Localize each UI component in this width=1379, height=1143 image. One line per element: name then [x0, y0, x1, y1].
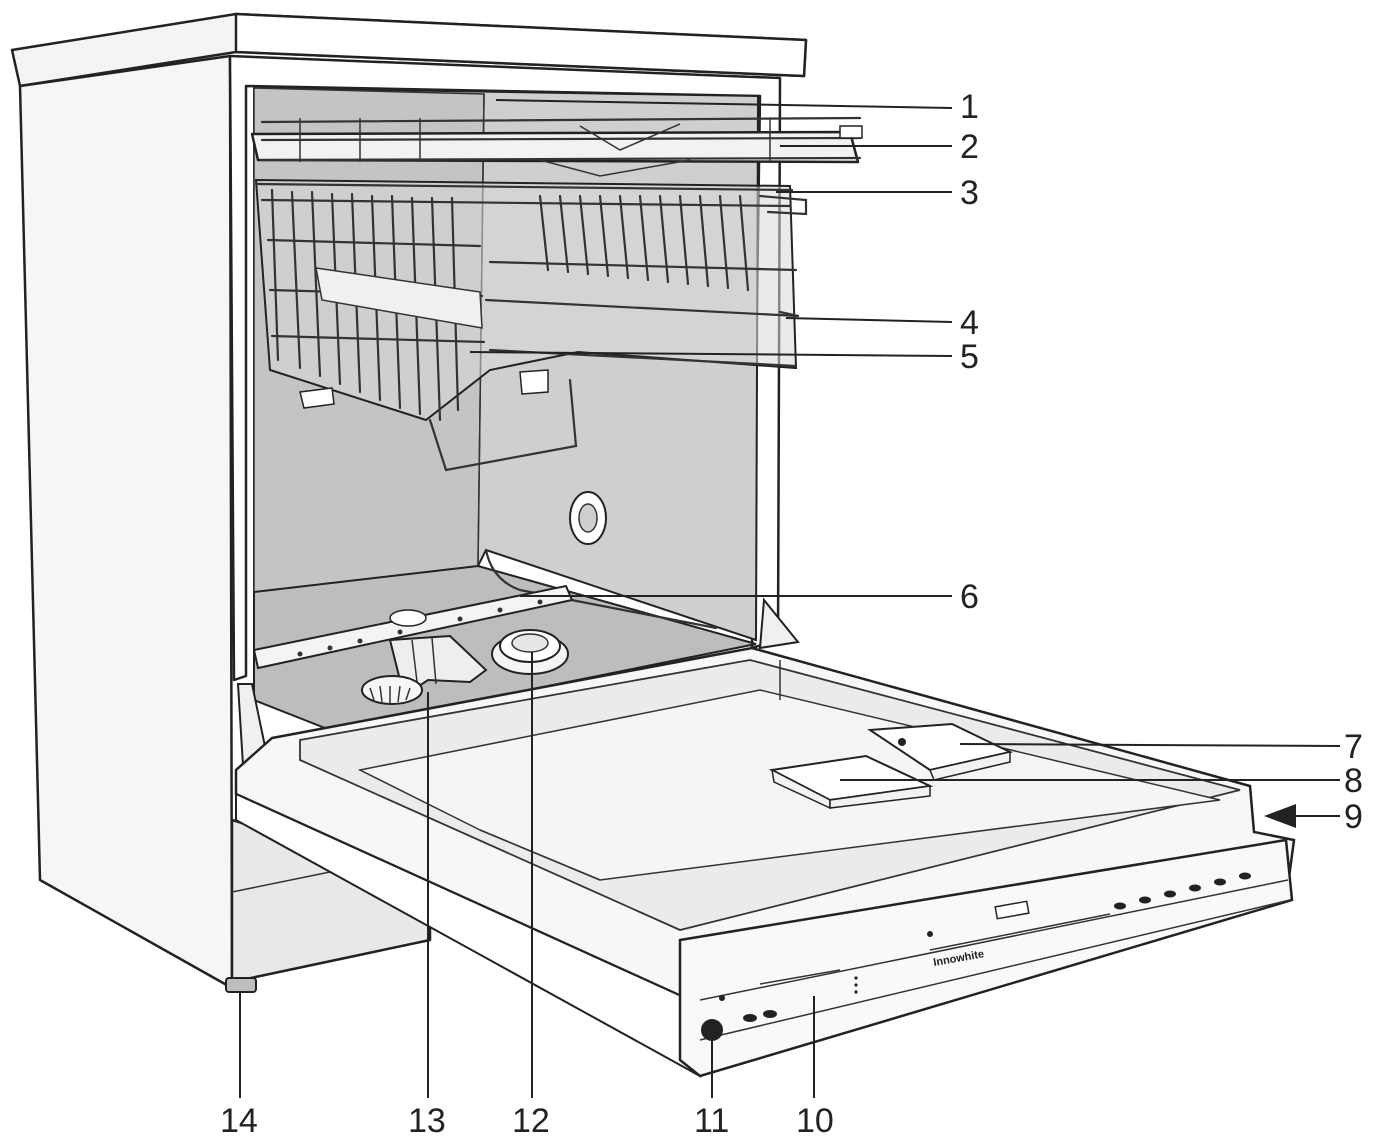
label-6: 6 [960, 578, 979, 616]
cabinet [10, 12, 808, 990]
callout-labels: 1 2 3 4 5 6 7 8 9 10 11 12 13 14 [220, 88, 1363, 1140]
adjustable-foot [225, 977, 257, 993]
label-7: 7 [1344, 728, 1363, 766]
label-1: 1 [960, 88, 979, 126]
cutlery-tray [250, 116, 863, 177]
cabinet-side-panel [18, 54, 234, 990]
salt-reservoir-cap [491, 629, 569, 675]
lower-spray-arm [252, 584, 574, 670]
door: Innowhite [225, 597, 1296, 1078]
label-3: 3 [960, 174, 979, 212]
label-4: 4 [960, 304, 979, 342]
label-11: 11 [694, 1102, 729, 1140]
label-13: 13 [408, 1102, 446, 1140]
label-14: 14 [220, 1102, 258, 1140]
leader-lines [239, 99, 1341, 1098]
label-5: 5 [960, 338, 979, 376]
control-panel [678, 838, 1294, 1078]
label-9: 9 [1344, 798, 1363, 836]
label-8: 8 [1344, 762, 1363, 800]
label-10: 10 [796, 1102, 834, 1140]
arrow-9-icon [1264, 804, 1296, 828]
upper-basket [254, 178, 808, 472]
label-12: 12 [512, 1102, 550, 1140]
label-2: 2 [960, 128, 979, 166]
filter-combination [361, 634, 488, 705]
